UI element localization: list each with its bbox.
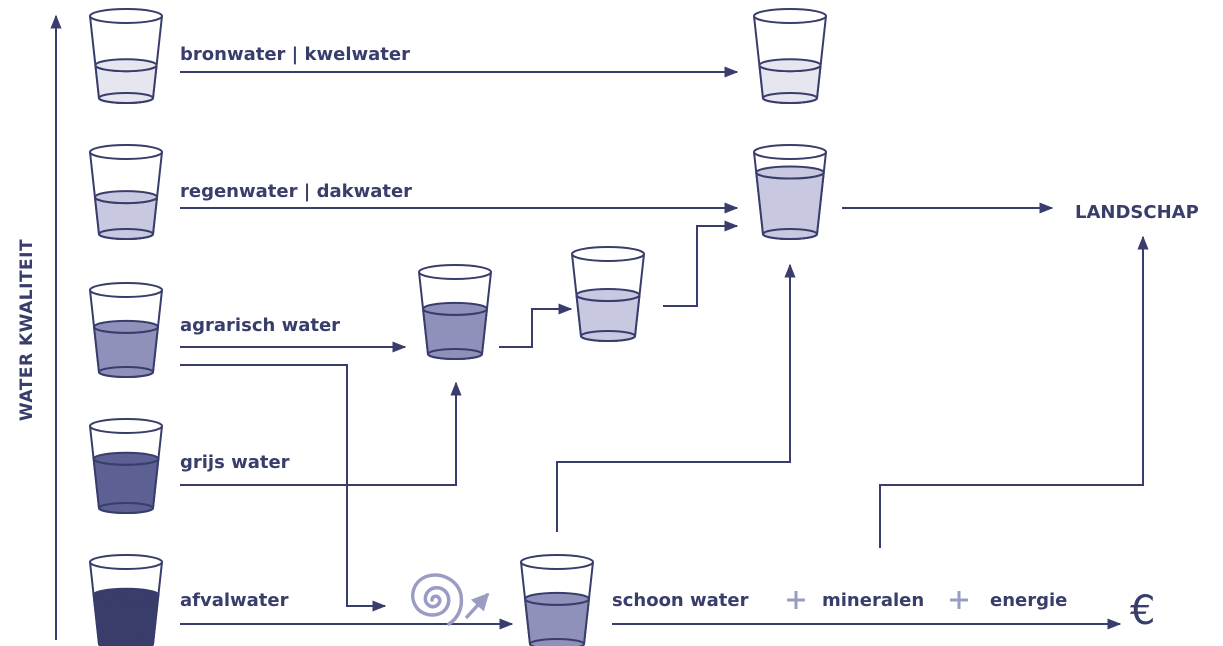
glass-regenwater: [89, 144, 163, 240]
glass-treatment-2: [571, 246, 645, 342]
plus-icon-2: [950, 591, 968, 609]
glass-afvalwater: [89, 554, 163, 646]
euro-symbol: €: [1130, 588, 1155, 634]
glass-top-right: [753, 8, 827, 104]
arrow-clean-up: [556, 263, 796, 532]
source-label-bronwater: bronwater | kwelwater: [180, 44, 410, 65]
source-label-agrarisch: agrarisch water: [180, 315, 340, 336]
glass-treatment-1: [418, 264, 492, 360]
arrow-treat-1: [499, 303, 573, 348]
glasses-group: [89, 8, 827, 646]
glass-bronwater: [89, 8, 163, 104]
glass-agrarisch: [89, 282, 163, 378]
source-label-afvalwater: afvalwater: [180, 590, 289, 611]
plus-icon-1: [787, 591, 805, 609]
output-label-mineralen: mineralen: [822, 590, 924, 611]
glass-grijs: [89, 418, 163, 514]
glass-mid-right: [753, 144, 827, 240]
source-label-regenwater: regenwater | dakwater: [180, 181, 412, 202]
arrow-treat-2: [663, 220, 739, 307]
output-label-schoon-water: schoon water: [612, 590, 749, 611]
glass-schoon-water: [520, 554, 594, 646]
output-label-energie: energie: [990, 590, 1067, 611]
source-label-grijs: grijs water: [180, 452, 290, 473]
arrow-energie-to-landschap: [879, 235, 1149, 548]
arrow-grijs: [180, 381, 462, 486]
spiral-icon: [411, 573, 490, 626]
output-label-landschap: LANDSCHAP: [1075, 202, 1199, 223]
axis-label: WATER KWALITEIT: [17, 239, 37, 421]
